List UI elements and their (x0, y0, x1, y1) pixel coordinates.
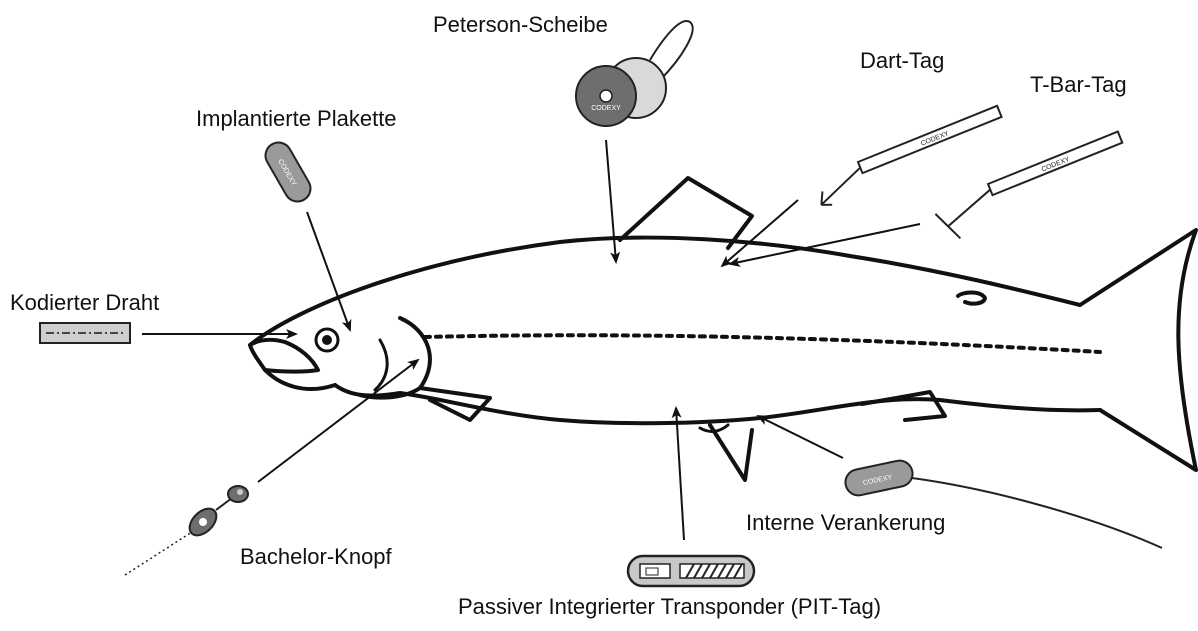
tbar-tag-icon: CODEXY (932, 132, 1132, 244)
pit-arrow (676, 408, 684, 540)
label-peterson-disc: Peterson-Scheibe (433, 14, 608, 36)
label-pit-tag: Passiver Integrierter Transponder (PIT-T… (458, 596, 881, 618)
fish-mouth (250, 340, 318, 372)
label-bachelor-button: Bachelor-Knopf (240, 546, 392, 568)
anal-fin (862, 392, 945, 420)
implanted-plate-icon: CODEXY (261, 138, 316, 206)
dart-tag-icon: CODEXY (812, 106, 1009, 209)
peterson-arrow (606, 140, 616, 262)
gill-cover (360, 318, 430, 398)
fish-eye (316, 329, 338, 351)
dart-arrow (722, 200, 798, 266)
label-dart-tag: Dart-Tag (860, 50, 944, 72)
peterson-tag-text: CODEXY (591, 105, 621, 112)
coded-wire-icon (40, 323, 130, 343)
bachelor-button-icon (125, 486, 248, 575)
label-internal-anchor: Interne Verankerung (746, 512, 945, 534)
lateral-line (425, 335, 1100, 352)
fish-outline (250, 178, 1196, 480)
label-implanted-plate: Implantierte Plakette (196, 108, 397, 130)
anchor-arrow (758, 416, 843, 458)
fish-back (250, 238, 1080, 345)
plate-arrow (307, 212, 350, 330)
adipose-fin (958, 293, 985, 304)
label-coded-wire: Kodierter Draht (10, 292, 159, 314)
bachelor-arrow (258, 360, 418, 482)
pelvic-fin (710, 425, 752, 480)
pit-tag-icon (628, 556, 754, 586)
label-tbar-tag: T-Bar-Tag (1030, 74, 1127, 96)
